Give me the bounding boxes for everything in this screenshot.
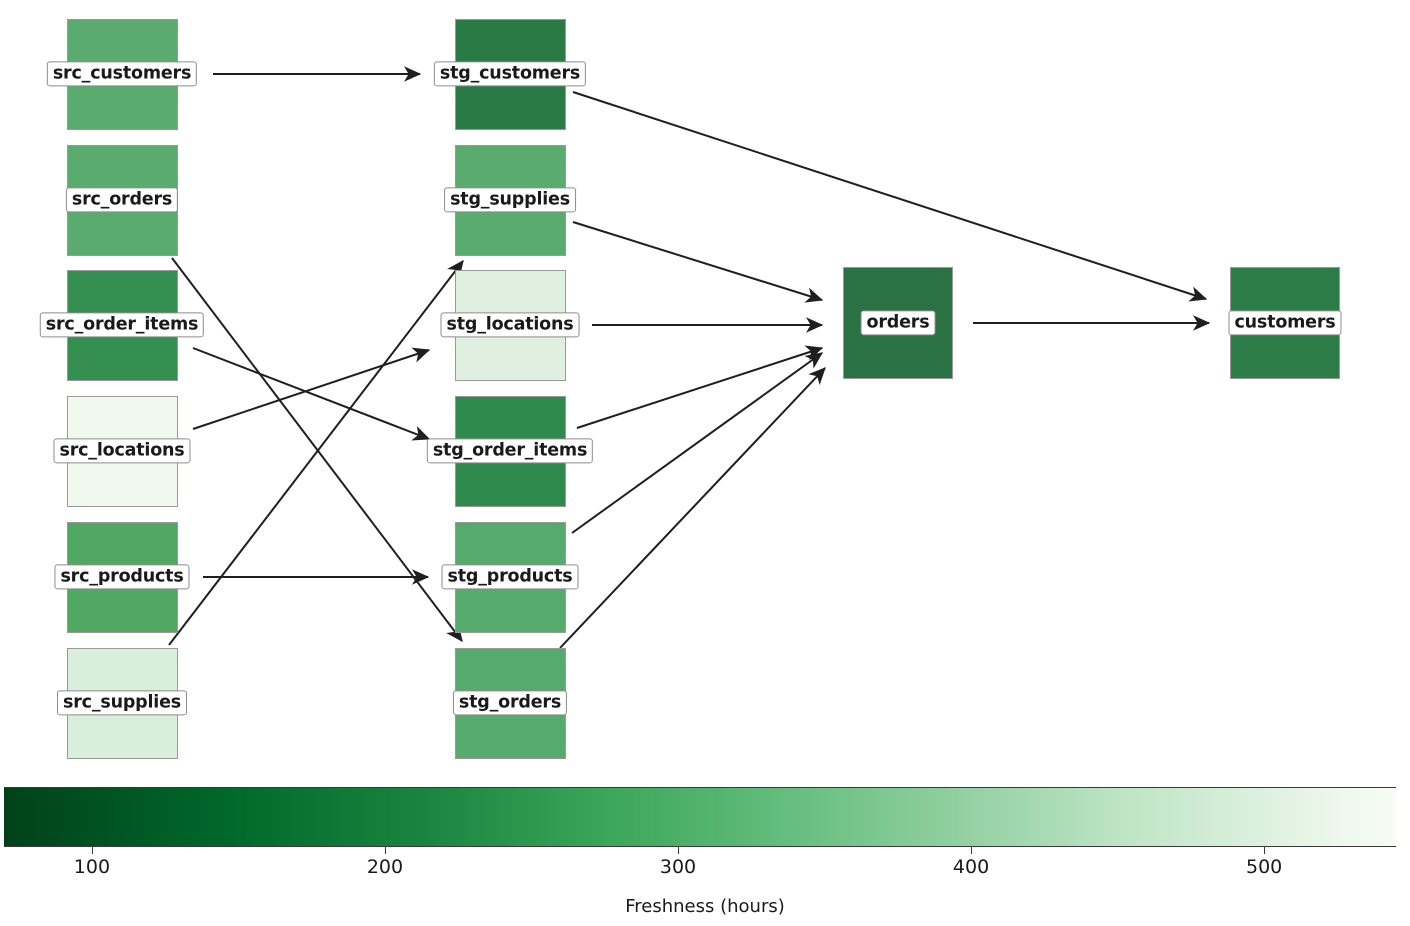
colorbar-gradient [4, 787, 1396, 847]
node-label-src_orders: src_orders [65, 187, 179, 213]
edge-stg_order_items-orders [576, 345, 824, 429]
colorbar-tick [678, 847, 680, 854]
node-label-stg_locations: stg_locations [440, 312, 580, 338]
node-label-stg_products: stg_products [441, 564, 579, 590]
node-label-stg_supplies: stg_supplies [444, 187, 576, 213]
node-label-stg_order_items: stg_order_items [426, 438, 594, 464]
edge-src_supplies-stg_supplies [168, 260, 464, 646]
node-label-stg_orders: stg_orders [452, 690, 568, 716]
colorbar-tick-label: 100 [73, 856, 111, 878]
colorbar-tick-label: 200 [366, 856, 404, 878]
edge-stg_products-orders [571, 352, 823, 534]
node-label-src_supplies: src_supplies [57, 690, 187, 716]
colorbar-tick [91, 847, 93, 854]
colorbar-tick-label: 300 [659, 856, 697, 878]
colorbar-tick-label: 500 [1245, 856, 1283, 878]
colorbar-tick-label: 400 [952, 856, 990, 878]
colorbar-label: Freshness (hours) [625, 896, 785, 917]
colorbar-tick [1264, 847, 1266, 854]
edge-stg_supplies-orders [572, 221, 824, 303]
node-label-src_locations: src_locations [53, 438, 191, 464]
edge-src_locations-stg_locations [192, 347, 431, 430]
node-label-src_order_items: src_order_items [39, 312, 205, 338]
edge-src_orders-stg_orders [171, 257, 463, 642]
node-label-src_customers: src_customers [46, 61, 198, 87]
edge-src_order_items-stg_order_items [192, 347, 431, 441]
node-label-stg_customers: stg_customers [433, 61, 587, 87]
colorbar-tick [384, 847, 386, 854]
node-label-customers: customers [1228, 310, 1342, 336]
edge-stg_orders-orders [559, 367, 826, 649]
node-label-src_products: src_products [54, 564, 190, 590]
colorbar-tick [971, 847, 973, 854]
colorbar[interactable] [4, 787, 1396, 847]
node-label-orders: orders [860, 310, 936, 336]
